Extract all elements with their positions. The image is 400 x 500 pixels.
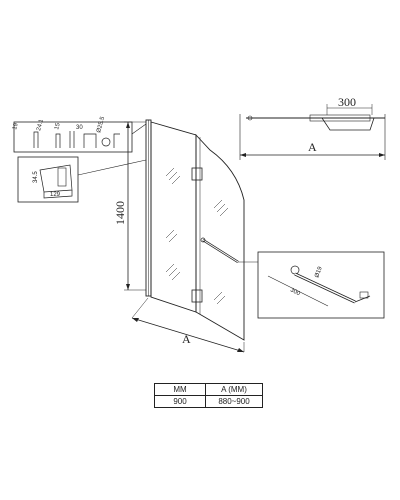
spec-table-header-row: MM A (MM) xyxy=(154,383,263,396)
towel-bar-length-label: 300 xyxy=(338,95,356,109)
spec-cell-a: 880~900 xyxy=(205,395,263,408)
width-dimension-label: A xyxy=(182,332,191,346)
bracket-dim-width: 129 xyxy=(50,192,61,198)
leader-line-profile xyxy=(131,123,147,135)
bar-detail-length: 300 xyxy=(289,287,301,297)
spec-header-mm: MM xyxy=(154,383,206,396)
leader-line-bracket xyxy=(77,159,147,176)
overall-width-label: A xyxy=(308,140,317,154)
glass-panel-folding xyxy=(195,133,245,341)
height-dimension: 1400 xyxy=(113,121,146,291)
profile-dim-3: 15 xyxy=(54,122,62,131)
profile-dim-5: Ø25.5 xyxy=(96,116,106,134)
profile-dim-2: 24.1 xyxy=(36,118,45,131)
hinge-top xyxy=(191,167,203,181)
spec-cell-mm: 900 xyxy=(154,395,206,408)
height-dimension-label: 1400 xyxy=(113,201,127,225)
bar-detail-diameter: Ø19 xyxy=(314,265,324,278)
towel-bar-detail-box: Ø19 300 xyxy=(257,251,385,319)
hinge-bottom xyxy=(191,289,203,303)
table-row: 900 880~900 xyxy=(154,395,263,408)
shower-screen xyxy=(145,119,245,341)
glass-panel-fixed xyxy=(150,121,197,313)
width-dimension: A xyxy=(131,297,245,353)
bracket-detail-box: 34.5 129 xyxy=(17,156,79,203)
profile-dim-4: 30 xyxy=(76,125,83,131)
spec-header-a: A (MM) xyxy=(205,383,263,396)
profile-detail-box: 19 24.1 15 30 Ø25.5 xyxy=(12,116,133,153)
glass-reflection-marks xyxy=(165,167,229,305)
profile-dim-1: 19 xyxy=(12,122,20,131)
top-view: 300 A xyxy=(239,95,386,160)
spec-table: MM A (MM) 900 880~900 xyxy=(154,383,263,408)
bracket-dim-height: 34.5 xyxy=(33,171,39,183)
